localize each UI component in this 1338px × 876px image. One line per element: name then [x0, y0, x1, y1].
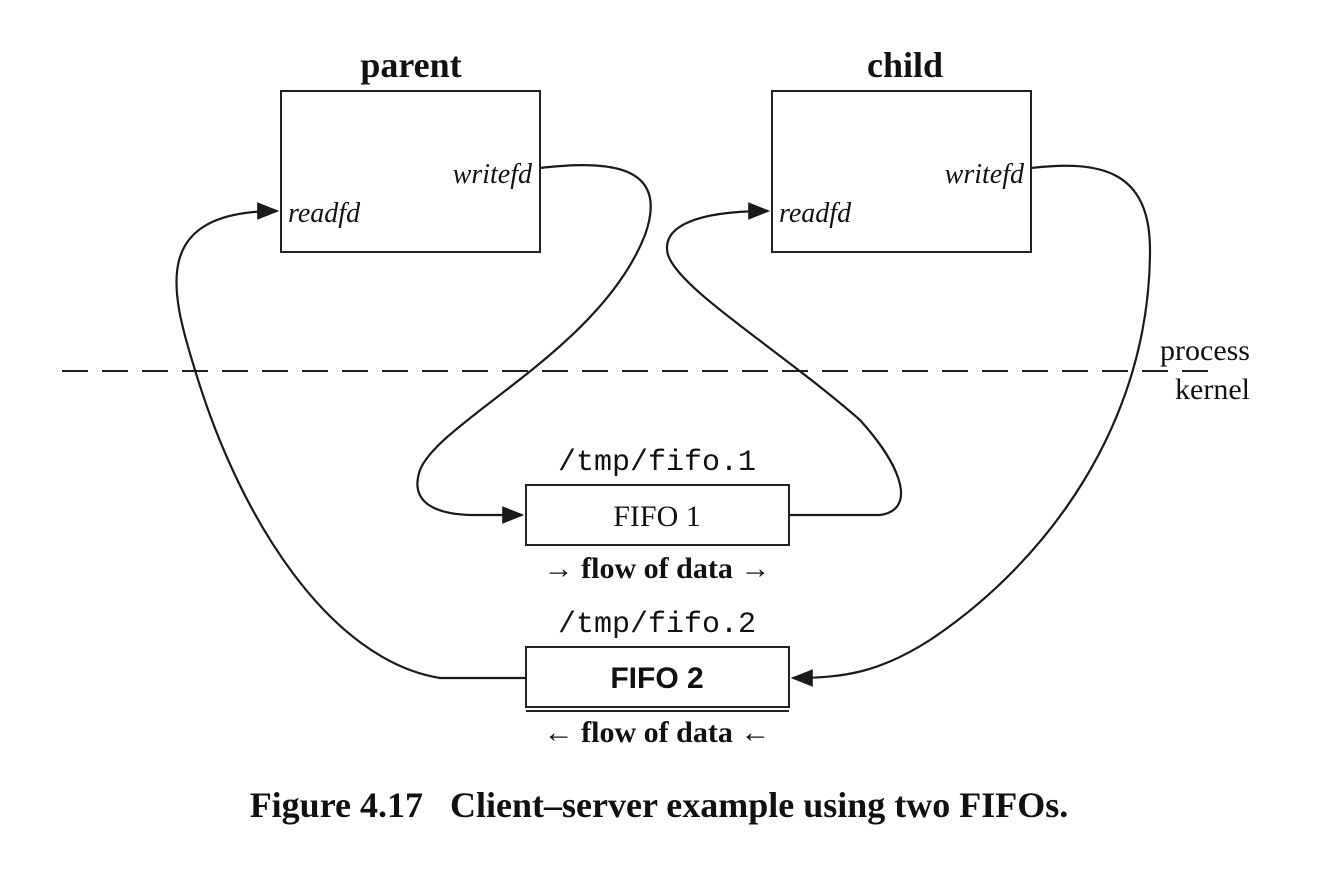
fifo2-flow-label: ← flow of data ← [544, 716, 771, 749]
process-label: process [1160, 334, 1250, 367]
figure-caption: Figure 4.17 Client–server example using … [250, 785, 1069, 825]
kernel-label: kernel [1175, 373, 1250, 406]
fifo2-to-parent-read-path [175, 202, 526, 680]
fifo1-to-child-read-path [665, 202, 903, 517]
parent-write-to-fifo1-path [416, 164, 652, 524]
parent-readfd-label: readfd [288, 198, 361, 229]
child-process-box [771, 90, 1032, 253]
fifo1-label: FIFO 1 [613, 500, 701, 533]
child-readfd-label: readfd [779, 198, 852, 229]
parent-writefd-label: writefd [453, 159, 533, 190]
fifo2-path: /tmp/fifo.2 [558, 608, 756, 642]
child-writefd-label: writefd [945, 159, 1025, 190]
child-write-to-fifo2-path [790, 164, 1152, 687]
parent-process-box [280, 90, 541, 253]
fifo1-flow-label: → flow of data → [544, 552, 771, 585]
parent-title: parent [360, 45, 461, 85]
child-title: child [867, 45, 943, 85]
fifo2-label: FIFO 2 [610, 662, 703, 695]
fifo1-path: /tmp/fifo.1 [558, 446, 756, 480]
